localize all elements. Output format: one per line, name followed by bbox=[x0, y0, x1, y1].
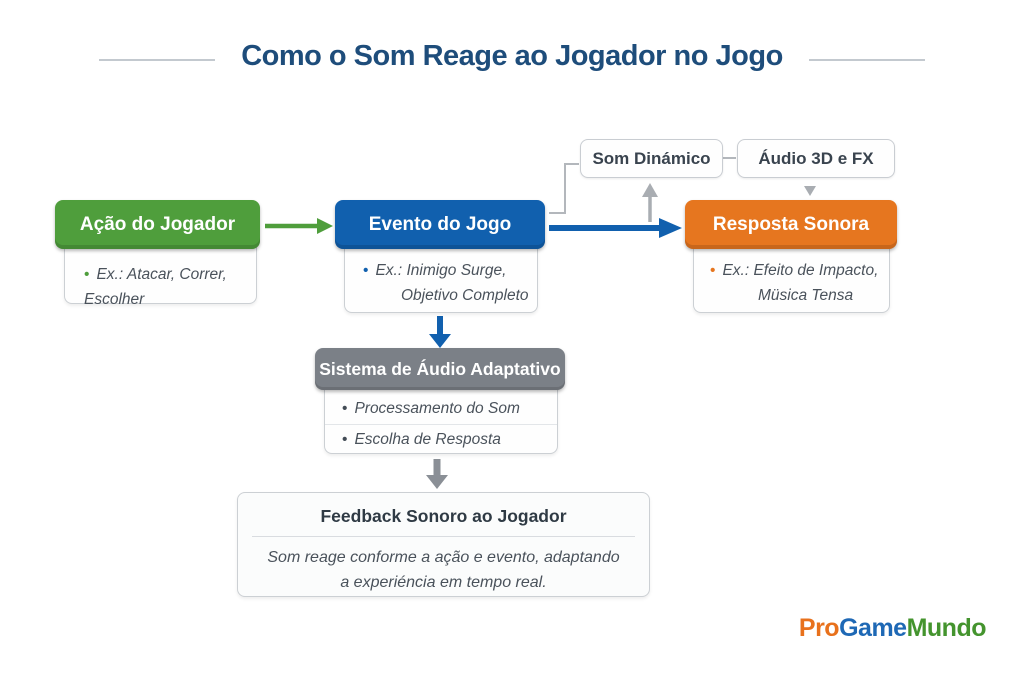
example-resposta-line2: Müsica Tensa bbox=[758, 287, 854, 304]
brand-logo: ProGameMundo bbox=[798, 614, 987, 643]
example-evento-line1: Ex.: Inimigo Surge, bbox=[375, 262, 507, 279]
title-rule-left bbox=[99, 58, 216, 61]
node-acao-do-jogador: Ação do Jogador bbox=[55, 200, 260, 249]
node-som-dinamico: Som Dinámico bbox=[580, 139, 723, 178]
bullet-icon: • bbox=[342, 431, 348, 448]
node-sistema-label: Sistema de Áudio Adaptativo bbox=[319, 358, 561, 379]
arrow-evento-to-sistema-head bbox=[429, 334, 451, 348]
bullet-icon: • bbox=[710, 262, 716, 279]
arrow-acao-to-evento-head bbox=[317, 218, 333, 234]
bullet-icon: • bbox=[342, 400, 348, 417]
bullet-icon: • bbox=[84, 266, 90, 283]
logo-part-pro: Pro bbox=[798, 614, 840, 642]
example-evento: • Ex.: Inimigo Surge, Objetivo Completo bbox=[344, 247, 538, 313]
node-acao-do-jogador-label: Ação do Jogador bbox=[79, 213, 236, 235]
list-item: • Escolha de Resposta bbox=[325, 424, 557, 455]
elbow-evento-to-som-dinamico bbox=[549, 163, 579, 214]
list-item: • Processamento do Som bbox=[325, 394, 557, 424]
feedback-title: Feedback Sonoro ao Jogador bbox=[320, 506, 567, 526]
node-audio-3d-fx: Áudio 3D e FX bbox=[737, 139, 895, 178]
example-resposta-line1: Ex.: Efeito de Impacto, bbox=[722, 262, 879, 279]
node-sistema-audio-adaptativo: Sistema de Áudio Adaptativo bbox=[315, 348, 565, 390]
feedback-text: Som reage conforme a ação e evento, adap… bbox=[238, 545, 649, 595]
logo-part-mundo: Mundo bbox=[906, 614, 987, 642]
title-rule-right bbox=[808, 58, 925, 61]
sistema-item-1: Processamento do Som bbox=[354, 400, 520, 417]
node-feedback-sonoro: Feedback Sonoro ao Jogador Som reage con… bbox=[237, 492, 650, 597]
logo-part-game: Game bbox=[839, 614, 907, 642]
example-acao-text: Ex.: Atacar, Correr, Escolher bbox=[84, 266, 227, 308]
example-evento-line2: Objetivo Completo bbox=[401, 287, 529, 304]
arrow-evento-to-resposta-head bbox=[659, 218, 682, 238]
feedback-line2: a experiéncia em tempo real. bbox=[340, 574, 547, 591]
example-resposta: • Ex.: Efeito de Impacto, Müsica Tensa bbox=[693, 247, 890, 313]
arrow-audio-to-resposta-head bbox=[804, 186, 816, 196]
sistema-item-list: • Processamento do Som • Escolha de Respos… bbox=[324, 386, 558, 454]
feedback-line1: Som reage conforme a ação e evento, adap… bbox=[267, 549, 620, 566]
arrow-sistema-to-feedback-head bbox=[426, 475, 448, 489]
sistema-item-2: Escolha de Resposta bbox=[354, 431, 501, 448]
node-evento-do-jogo-label: Evento do Jogo bbox=[368, 213, 512, 235]
title-row: Como o Som Reage ao Jogador no Jogo bbox=[0, 40, 1024, 73]
node-som-dinamico-label: Som Dinámico bbox=[592, 148, 711, 168]
node-evento-do-jogo: Evento do Jogo bbox=[335, 200, 545, 249]
node-audio-3d-fx-label: Áudio 3D e FX bbox=[758, 148, 874, 168]
bullet-icon: • bbox=[363, 262, 369, 279]
node-resposta-sonora: Resposta Sonora bbox=[685, 200, 897, 249]
feedback-divider bbox=[252, 536, 635, 537]
example-acao: •Ex.: Atacar, Correr, Escolher bbox=[64, 247, 257, 308]
node-resposta-sonora-label: Resposta Sonora bbox=[712, 213, 870, 235]
page-title: Como o Som Reage ao Jogador no Jogo bbox=[241, 40, 783, 72]
arrow-up-to-som-dinamico-head bbox=[642, 183, 658, 197]
